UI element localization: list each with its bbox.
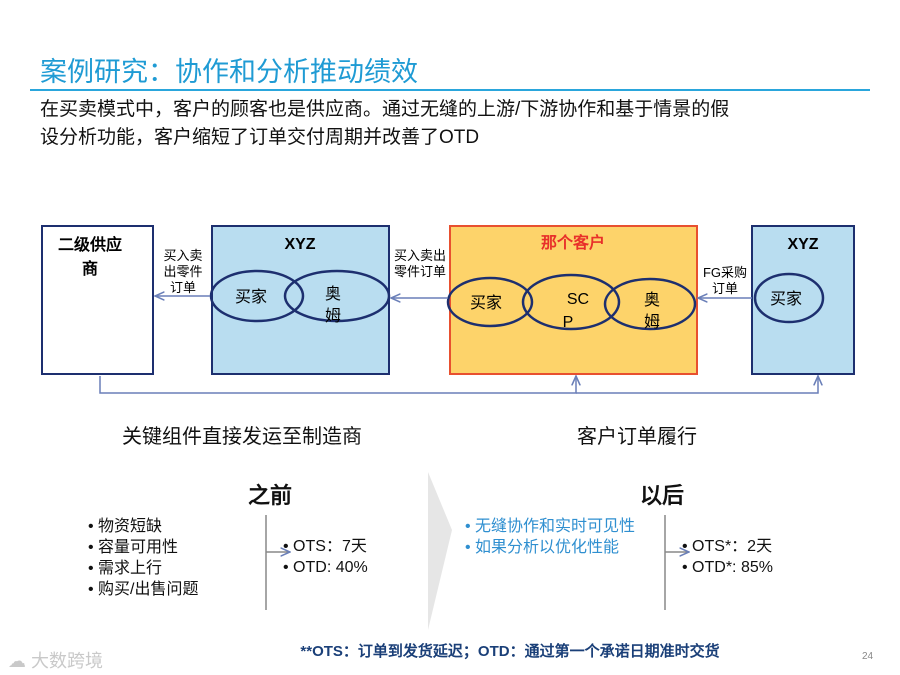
before-issues-list: 物资短缺 容量可用性 需求上行 购买/出售问题 bbox=[88, 516, 199, 600]
customer-buyer-ellipse bbox=[446, 276, 534, 328]
page-number: 24 bbox=[862, 651, 874, 662]
customer-oem-line-2: 姆 bbox=[644, 313, 660, 331]
before-after-chevron bbox=[428, 472, 452, 630]
supplier-label-line-1: 二级供应 bbox=[58, 235, 122, 254]
xyz-right-buyer-ellipse bbox=[753, 272, 825, 324]
customer-scp-line-1: SC bbox=[567, 291, 589, 308]
xyz-left-label: XYZ bbox=[284, 236, 315, 253]
customer-buyer-label: 买家 bbox=[470, 294, 502, 312]
xyz-right-box bbox=[751, 225, 855, 375]
xyz-left-oem-line-2: 姆 bbox=[325, 307, 341, 325]
watermark-text: 大数跨境 bbox=[31, 651, 104, 671]
xyz-left-buyer-ellipse bbox=[209, 269, 305, 323]
after-improvements-list: 无缝协作和实时可见性 如果分析以优化性能 bbox=[465, 516, 635, 558]
customer-scp-line-2: P bbox=[563, 314, 574, 331]
customer-oem-line-1: 奥 bbox=[644, 291, 660, 309]
supplier-box bbox=[41, 225, 154, 375]
slide-title: 案例研究：协作和分析推动绩效 bbox=[40, 57, 418, 87]
list-item: 购买/出售问题 bbox=[88, 579, 198, 600]
list-item: OTS*：2天 bbox=[682, 536, 773, 557]
xyz-left-oem-line-1: 奥 bbox=[325, 285, 341, 303]
xyz-left-buyer-label: 买家 bbox=[235, 288, 267, 306]
watermark-icon: ☁ bbox=[8, 651, 26, 671]
xyz-right-buyer-label: 买家 bbox=[770, 290, 802, 308]
after-heading: 以后 bbox=[640, 483, 685, 508]
subtitle-line-2: 设分析功能，客户缩短了订单交付周期并改善了OTD bbox=[40, 127, 480, 148]
customer-oem-ellipse bbox=[603, 277, 697, 331]
list-item: OTS：7天 bbox=[283, 536, 368, 557]
footnote: **OTS：订单到发货延迟；OTD：通过第一个承诺日期准时交货 bbox=[300, 643, 720, 660]
customer-box bbox=[449, 225, 698, 375]
arrow-label-supplier-1: 买入卖 bbox=[163, 248, 202, 263]
connector-right bbox=[576, 376, 818, 394]
before-metrics-list: OTS：7天 OTD: 40% bbox=[283, 536, 368, 578]
slide-subtitle: 在买卖模式中，客户的顾客也是供应商。通过无缝的上游/下游协作和基于情景的假 设分… bbox=[40, 96, 880, 152]
connector-left bbox=[99, 376, 576, 394]
arrow-label-supplier-3: 订单 bbox=[170, 280, 196, 295]
xyz-right-label: XYZ bbox=[787, 236, 818, 253]
before-heading: 之前 bbox=[248, 483, 293, 508]
caption-direct-shipment: 关键组件直接发运至制造商 bbox=[122, 426, 362, 448]
arrow-label-fg-1: FG采购 bbox=[703, 265, 747, 280]
after-metrics-list: OTS*：2天 OTD*: 85% bbox=[682, 536, 773, 578]
list-item: 容量可用性 bbox=[88, 537, 199, 558]
subtitle-line-1: 在买卖模式中，客户的顾客也是供应商。通过无缝的上游/下游协作和基于情景的假 bbox=[40, 99, 730, 120]
watermark-logo: ☁ 大数跨境 bbox=[8, 647, 103, 673]
arrow-label-xyz-2: 零件订单 bbox=[394, 264, 446, 279]
list-item: 物资短缺 bbox=[88, 516, 199, 537]
list-item: 无缝协作和实时可见性 bbox=[465, 516, 635, 537]
xyz-left-oem-ellipse bbox=[283, 269, 391, 323]
title-divider bbox=[30, 89, 870, 91]
arrow-label-fg-2: 订单 bbox=[712, 281, 738, 296]
list-item: OTD*: 85% bbox=[682, 557, 773, 578]
list-item: 需求上行 bbox=[88, 558, 199, 579]
list-item: OTD: 40% bbox=[283, 557, 368, 578]
arrow-label-xyz-1: 买入卖出 bbox=[394, 248, 446, 263]
arrow-label-supplier-2: 出零件 bbox=[163, 264, 202, 279]
customer-scp-ellipse bbox=[521, 273, 621, 331]
list-item: 如果分析以优化性能 bbox=[465, 537, 635, 558]
caption-order-fulfillment: 客户订单履行 bbox=[577, 426, 697, 448]
customer-label: 那个客户 bbox=[541, 233, 605, 252]
supplier-label-line-2: 商 bbox=[82, 259, 98, 278]
